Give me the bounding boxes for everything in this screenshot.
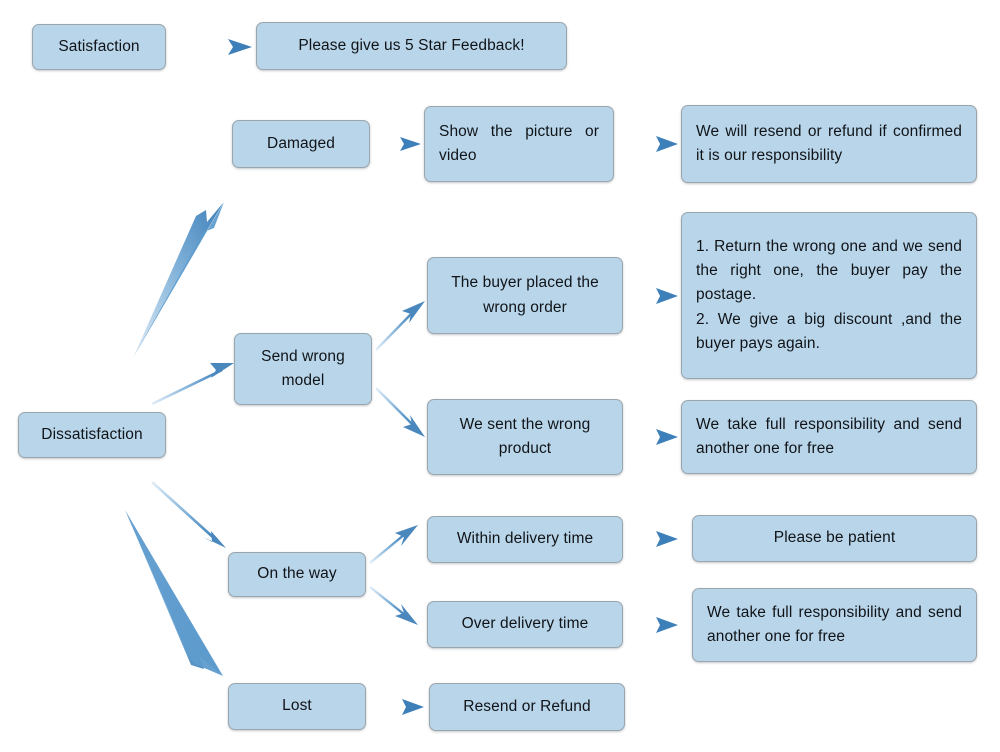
arrow-show-picture-to-resend-refund bbox=[616, 136, 678, 152]
node-damaged-label: Damaged bbox=[267, 134, 335, 152]
node-damaged[interactable]: Damaged bbox=[232, 120, 370, 168]
arrow-dissatisfaction-to-lost bbox=[125, 510, 223, 676]
node-satisfaction[interactable]: Satisfaction bbox=[32, 24, 166, 70]
node-satisfaction-label: Satisfaction bbox=[58, 37, 140, 55]
node-full-responsibility-2[interactable]: We take full responsibility and send ano… bbox=[692, 588, 977, 662]
node-return-options-label: 1. Return the wrong one and we send the … bbox=[696, 238, 962, 352]
node-full-responsibility-2-label: We take full responsibility and send ano… bbox=[707, 603, 962, 645]
arrow-damaged-to-show-picture bbox=[372, 137, 421, 151]
node-we-sent-wrong-product[interactable]: We sent the wrong product bbox=[427, 399, 623, 475]
node-return-options[interactable]: 1. Return the wrong one and we send the … bbox=[681, 212, 977, 379]
node-resend-refund-confirmed[interactable]: We will resend or refund if confirmed it… bbox=[681, 105, 977, 183]
arrow-we-sent-wrong-to-full-responsibility bbox=[626, 429, 678, 445]
node-show-picture-or-video-label: Show the picture or video bbox=[439, 122, 599, 164]
arrow-lost-to-resend-or-refund bbox=[372, 699, 424, 715]
arrow-buyer-wrong-order-to-return-options bbox=[626, 288, 678, 304]
node-on-the-way-label: On the way bbox=[257, 565, 337, 583]
arrow-on-the-way-to-over-delivery bbox=[369, 586, 418, 625]
arrow-dissatisfaction-to-on-the-way bbox=[151, 481, 226, 548]
arrow-within-delivery-to-be-patient bbox=[622, 531, 678, 547]
node-lost[interactable]: Lost bbox=[228, 683, 366, 730]
node-buyer-placed-wrong-order[interactable]: The buyer placed the wrong order bbox=[427, 257, 623, 334]
node-please-be-patient[interactable]: Please be patient bbox=[692, 515, 977, 562]
node-dissatisfaction[interactable]: Dissatisfaction bbox=[18, 412, 166, 458]
node-five-star-feedback-label: Please give us 5 Star Feedback! bbox=[298, 36, 525, 54]
node-buyer-placed-wrong-order-label: The buyer placed the wrong order bbox=[451, 274, 599, 316]
node-dissatisfaction-label: Dissatisfaction bbox=[41, 425, 143, 443]
node-over-delivery-time-label: Over delivery time bbox=[461, 615, 589, 633]
node-resend-or-refund[interactable]: Resend or Refund bbox=[429, 683, 625, 731]
node-within-delivery-time[interactable]: Within delivery time bbox=[427, 516, 623, 563]
arrow-send-wrong-model-to-we-sent-wrong bbox=[375, 387, 425, 437]
node-send-wrong-model[interactable]: Send wrong model bbox=[234, 333, 372, 405]
node-over-delivery-time[interactable]: Over delivery time bbox=[427, 601, 623, 648]
node-send-wrong-model-label: Send wrong model bbox=[261, 347, 345, 389]
node-resend-or-refund-label: Resend or Refund bbox=[463, 697, 591, 715]
node-five-star-feedback[interactable]: Please give us 5 Star Feedback! bbox=[256, 22, 567, 70]
node-within-delivery-time-label: Within delivery time bbox=[456, 530, 594, 548]
arrow-dissatisfaction-to-damaged bbox=[133, 202, 224, 358]
node-on-the-way[interactable]: On the way bbox=[228, 552, 366, 597]
node-full-responsibility-1-label: We take full responsibility and send ano… bbox=[696, 415, 962, 457]
arrow-dissatisfaction-to-send-wrong-model bbox=[151, 363, 234, 406]
node-lost-label: Lost bbox=[282, 697, 312, 715]
arrow-over-delivery-to-full-responsibility bbox=[622, 617, 678, 633]
arrow-on-the-way-to-within-delivery bbox=[369, 525, 418, 564]
node-we-sent-wrong-product-label: We sent the wrong product bbox=[459, 415, 591, 457]
node-resend-refund-confirmed-label: We will resend or refund if confirmed it… bbox=[696, 122, 962, 164]
node-please-be-patient-label: Please be patient bbox=[773, 529, 896, 547]
node-full-responsibility-1[interactable]: We take full responsibility and send ano… bbox=[681, 400, 977, 474]
arrow-satisfaction-to-five-star bbox=[172, 39, 252, 55]
arrow-send-wrong-model-to-buyer-wrong-order bbox=[375, 301, 425, 351]
node-show-picture-or-video[interactable]: Show the picture or video bbox=[424, 106, 614, 182]
